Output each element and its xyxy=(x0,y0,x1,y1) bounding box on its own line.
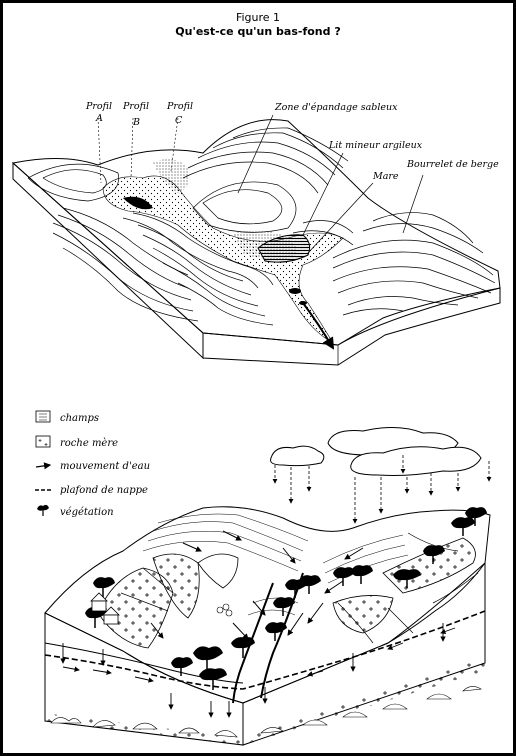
tree-icon xyxy=(351,565,373,584)
label-mare: Mare xyxy=(372,171,399,182)
parcelle-roche-mere xyxy=(152,553,200,619)
bottom-block-right-face xyxy=(242,561,486,746)
label-profil-b-letter: B xyxy=(132,117,140,128)
village-huts xyxy=(90,592,120,625)
figure-title: Qu'est-ce qu'un bas-fond ? xyxy=(175,25,341,38)
tree-icon xyxy=(171,657,193,676)
vegetation-trees xyxy=(85,507,487,690)
tree-icon xyxy=(273,597,295,616)
legend-item-plafond-nappe: plafond de nappe xyxy=(35,485,148,496)
bottom-block-diagram xyxy=(44,506,491,746)
tree-icon xyxy=(231,637,255,658)
tree-icon xyxy=(193,646,223,672)
top-contours-upper xyxy=(182,127,354,246)
champs-icon xyxy=(35,410,51,423)
tree-icon xyxy=(423,545,445,564)
label-bourrelet: Bourrelet de berge xyxy=(406,159,499,170)
legend-item-vegetation: végétation xyxy=(37,504,114,518)
parcelle-roche-mere xyxy=(197,553,239,589)
diagram-canvas: Profil A Profil B Profil C Zone d'épanda… xyxy=(11,101,501,746)
legend-label-champs: champs xyxy=(60,413,99,424)
label-profil-c: Profil xyxy=(166,101,193,112)
legend-label-roche-mere: roche mère xyxy=(60,438,118,449)
label-lit-mineur: Lit mineur argileux xyxy=(328,140,423,151)
tree-icon xyxy=(37,504,49,516)
legend-label-vegetation: végétation xyxy=(60,507,114,518)
legend-item-mouvement-eau: mouvement d'eau xyxy=(35,461,150,472)
tree-icon xyxy=(199,668,227,690)
parcelle-roche-mere xyxy=(332,595,394,634)
top-block-right-face xyxy=(202,287,501,366)
legend-item-roche-mere: roche mère xyxy=(35,435,118,449)
figure-label: Figure 1 xyxy=(235,11,281,24)
champs-fields xyxy=(142,513,409,616)
top-block-surface xyxy=(11,119,501,346)
legend-label-plafond-nappe: plafond de nappe xyxy=(60,485,148,496)
top-contours-left xyxy=(27,163,274,326)
label-profil-c-letter: C xyxy=(175,115,183,126)
tree-icon xyxy=(265,622,287,641)
cloud-icon xyxy=(350,446,482,476)
tree-icon xyxy=(333,567,355,586)
cloud-icon xyxy=(270,445,325,467)
arrow-icon xyxy=(35,462,52,470)
label-profil-b: Profil xyxy=(122,101,149,112)
legend-item-champs: champs xyxy=(35,410,99,424)
mare xyxy=(289,288,301,294)
small-huts-cluster xyxy=(216,603,233,617)
tree-icon xyxy=(465,507,487,526)
tree-icon xyxy=(393,569,421,588)
legend: champs roche mère mouvement d'eau plafon… xyxy=(35,410,150,518)
roche-mere-icon xyxy=(35,435,51,448)
legend-label-mouvement-eau: mouvement d'eau xyxy=(60,461,150,472)
label-profil-a-letter: A xyxy=(95,113,103,124)
top-contours-right xyxy=(332,212,496,316)
plafond-de-nappe xyxy=(44,610,486,690)
zone-epandage-sableux xyxy=(102,175,344,344)
tree-icon xyxy=(451,517,475,536)
label-zone-epandage: Zone d'épandage sableux xyxy=(274,102,398,113)
clouds-rain xyxy=(270,427,492,524)
label-profil-a: Profil xyxy=(85,101,112,112)
tree-icon xyxy=(93,577,115,598)
lit-mineur-argileux xyxy=(257,234,311,263)
tree-icon xyxy=(299,575,321,594)
top-block-diagram: Profil A Profil B Profil C Zone d'épanda… xyxy=(11,101,501,366)
bottom-block-surface xyxy=(44,506,491,704)
